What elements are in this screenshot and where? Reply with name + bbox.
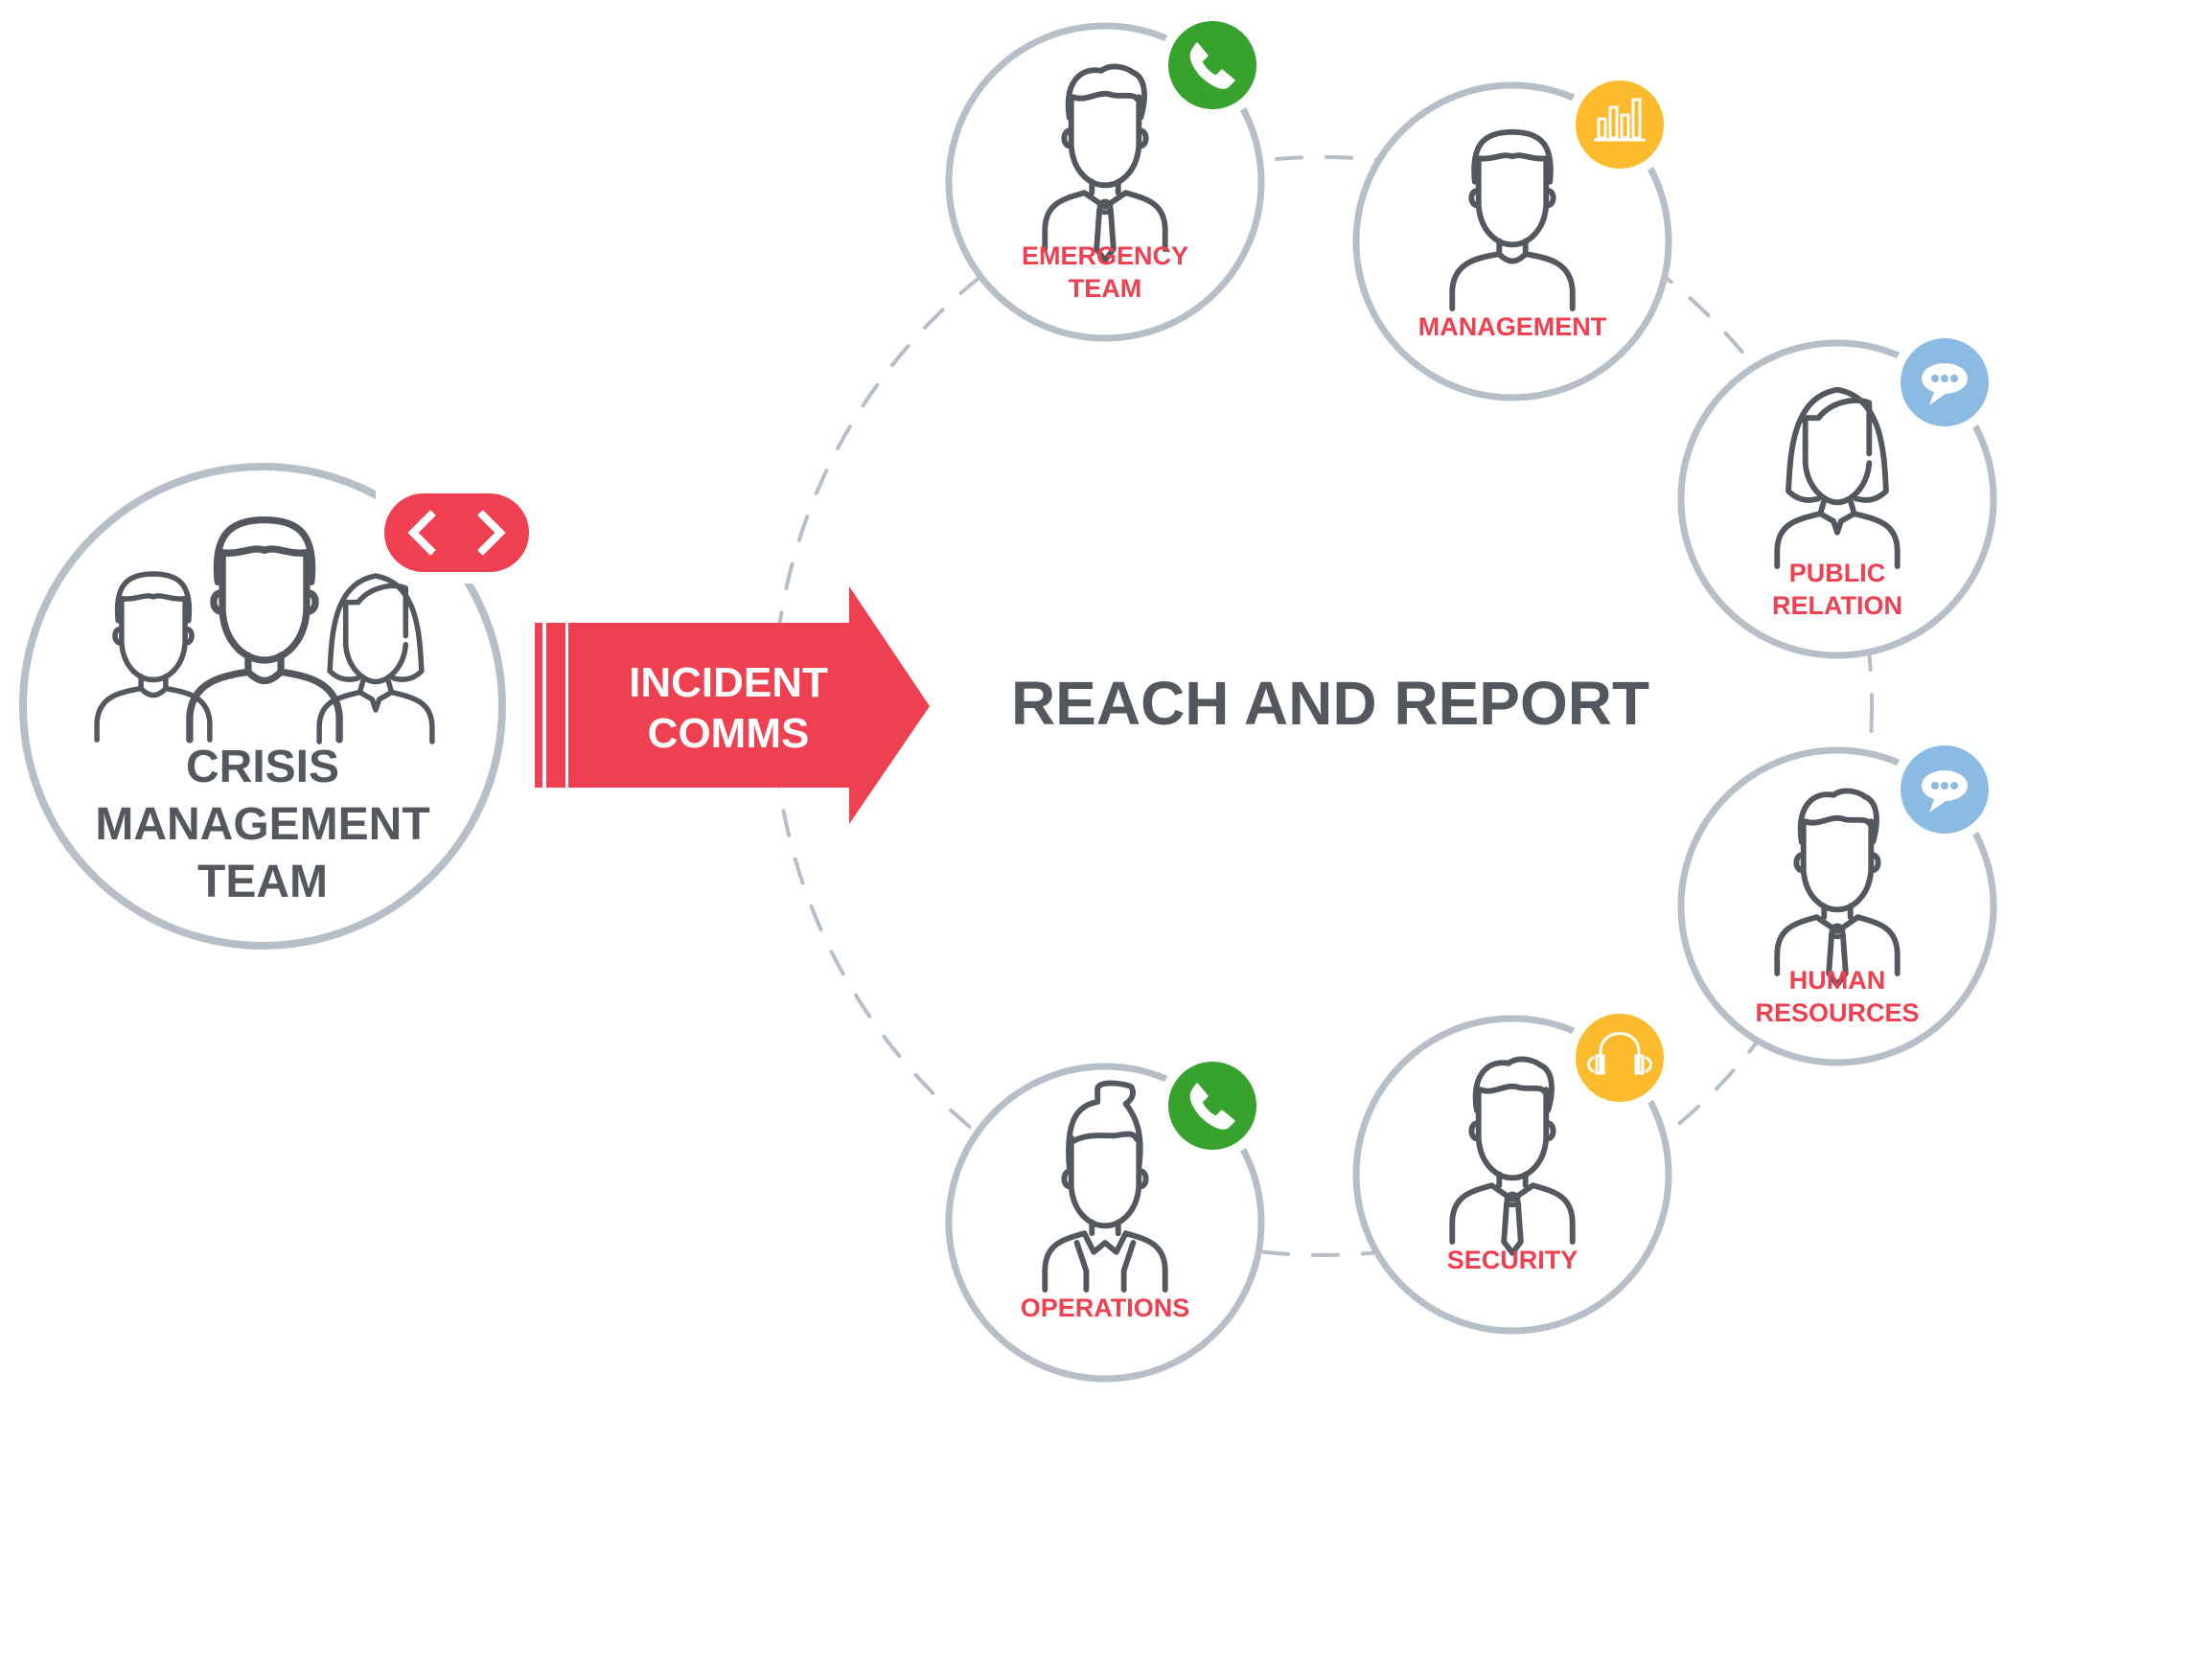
crisis-management-team-node[interactable]: CRISIS MANAGEMENT TEAM	[19, 463, 541, 950]
badge-circle	[1576, 80, 1664, 169]
chat-bubble-badge[interactable]	[1901, 745, 1989, 834]
node-public-relation[interactable]: PUBLIC RELATION	[1677, 329, 1998, 659]
node-human-resources[interactable]: HUMAN RESOURCES	[1677, 736, 1998, 1066]
phone-badge[interactable]	[1168, 21, 1256, 109]
arrow-label-line-1: INCIDENT	[629, 659, 828, 706]
chevron-left-icon	[407, 510, 436, 556]
node-label-line: RESOURCES	[1755, 998, 1919, 1027]
badge-circle	[1576, 1014, 1664, 1102]
node-label-line: SECURITY	[1447, 1246, 1578, 1274]
node-label-line: TEAM	[1069, 274, 1142, 303]
center-title: REACH AND REPORT	[1011, 669, 1649, 738]
code-brackets-badge[interactable]	[384, 493, 529, 572]
dashed-orbit-ring	[772, 155, 1874, 1257]
stakeholder-nodes: EMERGENCY TEAM MANAGEMENT PUBLIC RELATION HUM…	[945, 11, 1998, 1383]
node-label-line: OPERATIONS	[1021, 1293, 1190, 1322]
headphones-badge[interactable]	[1576, 1014, 1664, 1102]
source-title-line-3: TEAM	[197, 857, 328, 907]
node-label-line: PUBLIC	[1789, 559, 1886, 587]
incident-comms-arrow[interactable]: INCIDENT COMMS	[535, 586, 930, 824]
node-security[interactable]: SECURITY	[1352, 1004, 1673, 1335]
source-title-line-1: CRISIS	[186, 742, 339, 792]
chevron-right-icon	[477, 510, 506, 556]
node-operations[interactable]: OPERATIONS	[945, 1052, 1266, 1383]
node-label-line: RELATION	[1772, 591, 1902, 620]
arrow-label-line-2: COMMS	[648, 710, 810, 757]
chat-bubble-badge[interactable]	[1901, 338, 1989, 426]
node-label-line: EMERGENCY	[1022, 241, 1188, 270]
node-label-line: MANAGEMENT	[1418, 312, 1607, 341]
badge-circle	[1168, 1062, 1256, 1150]
phone-badge[interactable]	[1168, 1062, 1256, 1150]
bar-chart-badge[interactable]	[1576, 80, 1664, 169]
badge-circle	[1168, 21, 1256, 109]
source-title-line-2: MANAGEMENT	[95, 799, 429, 850]
node-emergency-team[interactable]: EMERGENCY TEAM	[945, 11, 1266, 342]
node-management[interactable]: MANAGEMENT	[1352, 71, 1673, 401]
node-label-line: HUMAN	[1789, 966, 1886, 995]
